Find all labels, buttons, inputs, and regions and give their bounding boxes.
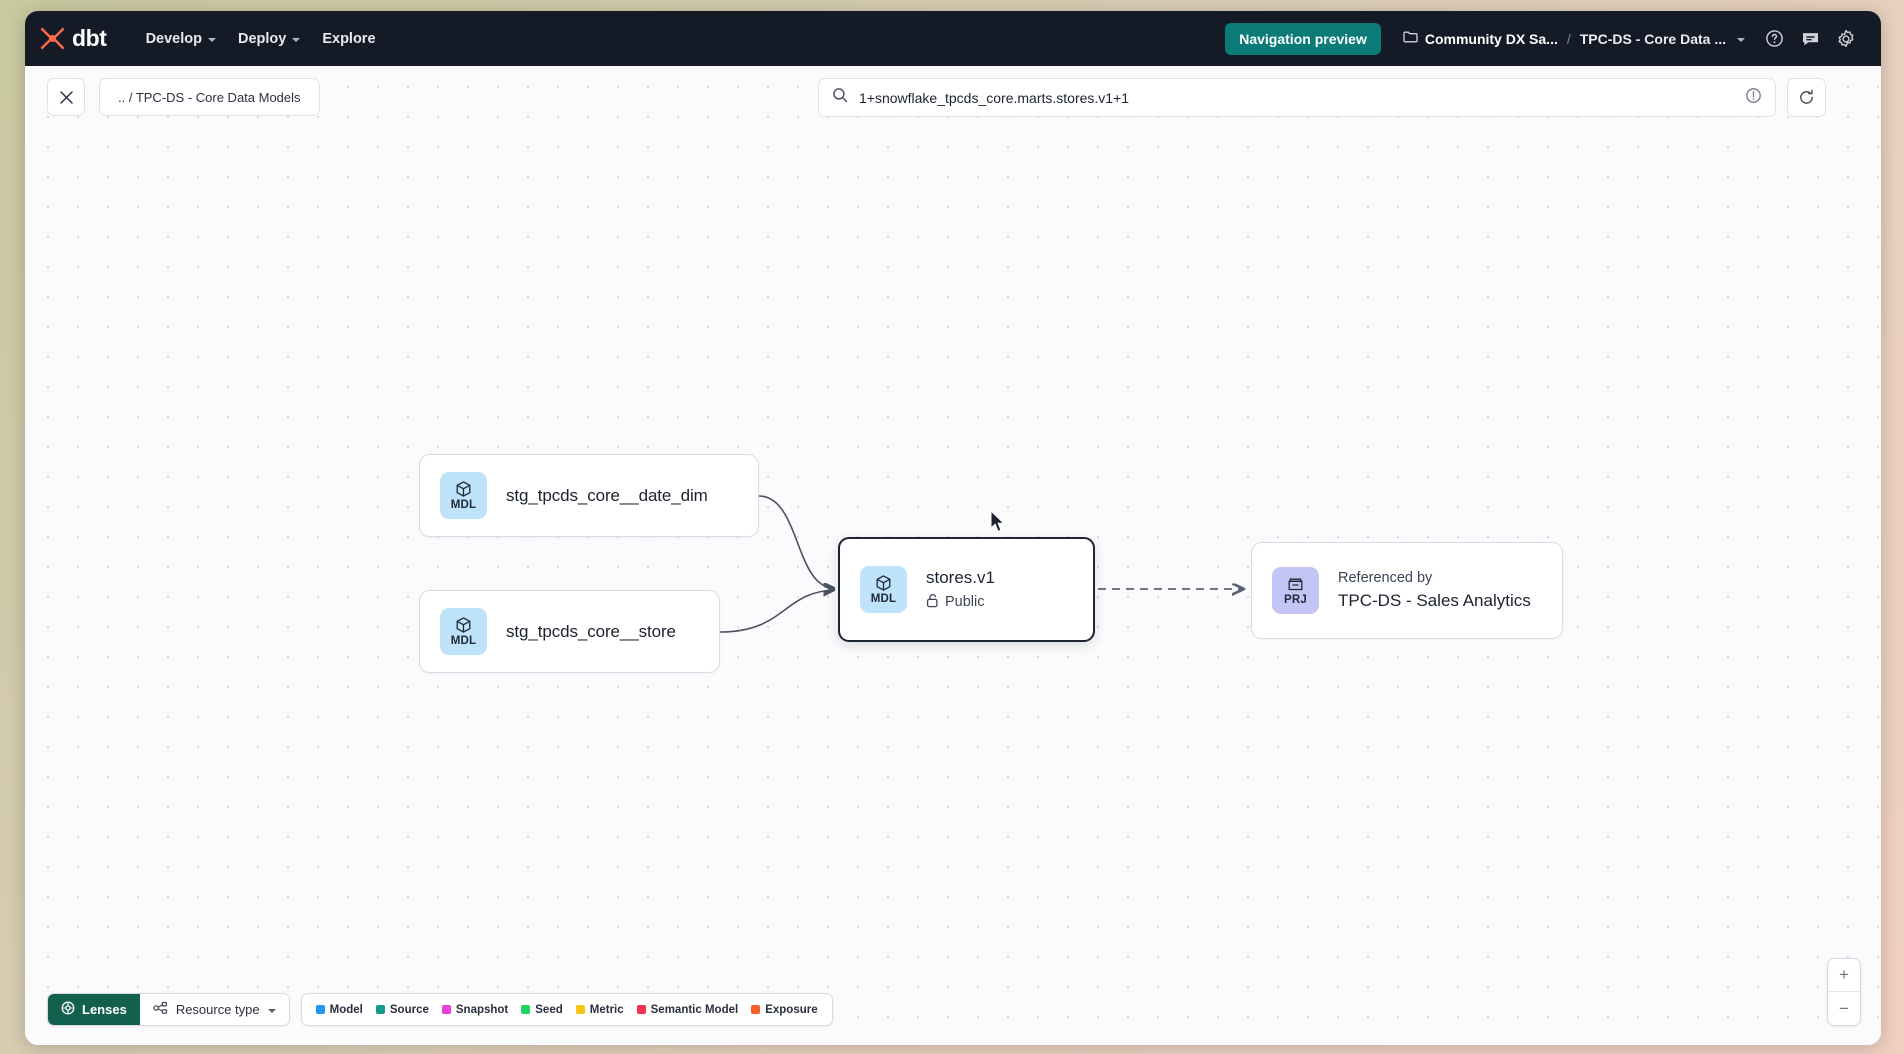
nav-item-explore-label: Explore — [322, 31, 375, 47]
graph-node-stg-tpcds-core-date-dim[interactable]: MDL stg_tpcds_core__date_dim — [419, 454, 759, 537]
model-badge: MDL — [440, 608, 487, 655]
legend-item-exposure: Exposure — [751, 1004, 817, 1016]
search-input[interactable]: 1+snowflake_tpcds_core.marts.stores.v1+1 — [818, 78, 1776, 117]
legend-label: Snapshot — [456, 1004, 508, 1016]
model-badge: MDL — [440, 472, 487, 519]
node-body: stores.v1 Public — [926, 568, 995, 612]
node-title: stores.v1 — [926, 568, 995, 588]
model-badge-label: MDL — [871, 594, 897, 606]
breadcrumb-project-label: TPC-DS - Core Data ... — [1580, 31, 1726, 47]
lenses-label: Lenses — [82, 1002, 127, 1017]
legend-label: Seed — [535, 1004, 563, 1016]
browser-window: dbt Develop Deploy Explore Navigation pr… — [25, 11, 1881, 1045]
settings-gear-icon[interactable] — [1831, 24, 1861, 54]
project-badge: PRJ — [1272, 567, 1319, 614]
legend-item-source: Source — [376, 1004, 429, 1016]
chevron-down-icon — [1737, 38, 1745, 42]
resource-type-label: Resource type — [176, 1002, 260, 1017]
explore-toolbar: .. / TPC-DS - Core Data Models 1+snowfla… — [25, 66, 1881, 128]
nav-item-develop[interactable]: Develop — [135, 25, 227, 53]
breadcrumb-project[interactable]: TPC-DS - Core Data ... — [1580, 31, 1745, 47]
resource-type-dropdown[interactable]: Resource type — [140, 994, 289, 1025]
breadcrumb-account-label: Community DX Sa... — [1425, 31, 1558, 47]
graph-node-stg-tpcds-core-store[interactable]: MDL stg_tpcds_core__store — [419, 590, 720, 673]
legend-label: Metric — [590, 1004, 624, 1016]
breadcrumb-separator: / — [1567, 31, 1571, 47]
legend-item-semantic-model: Semantic Model — [637, 1004, 739, 1016]
node-access-label: Public — [945, 594, 985, 610]
legend-item-seed: Seed — [521, 1004, 563, 1016]
resource-type-legend: Model Source Snapshot Seed Metric — [301, 993, 833, 1026]
edge-store-to-stores — [720, 590, 834, 632]
cube-icon — [874, 574, 893, 593]
node-title: stg_tpcds_core__date_dim — [506, 486, 708, 506]
cube-icon — [454, 616, 473, 635]
nav-item-deploy[interactable]: Deploy — [227, 25, 311, 53]
unlock-icon — [926, 593, 939, 612]
nav-item-explore[interactable]: Explore — [311, 25, 386, 53]
chevron-down-icon — [292, 38, 300, 42]
lens-control-group: Lenses Resource type — [47, 993, 290, 1026]
edge-date-dim-to-stores — [759, 496, 834, 588]
search-input-value: 1+snowflake_tpcds_core.marts.stores.v1+1 — [859, 90, 1734, 106]
legend-label: Model — [330, 1004, 363, 1016]
legend-swatch — [521, 1005, 530, 1014]
info-circle-icon[interactable] — [1745, 87, 1762, 109]
node-title: TPC-DS - Sales Analytics — [1338, 591, 1531, 611]
search-area: 1+snowflake_tpcds_core.marts.stores.v1+1 — [818, 78, 1826, 117]
dbt-logo[interactable]: dbt — [39, 25, 107, 52]
refresh-icon — [1798, 89, 1815, 106]
nodes-icon — [153, 1001, 168, 1018]
model-badge: MDL — [860, 566, 907, 613]
model-badge-label: MDL — [451, 636, 477, 648]
project-breadcrumb-chip[interactable]: .. / TPC-DS - Core Data Models — [99, 78, 320, 116]
legend-swatch — [442, 1005, 451, 1014]
legend-swatch — [576, 1005, 585, 1014]
breadcrumb-account[interactable]: Community DX Sa... — [1403, 31, 1558, 47]
lenses-button[interactable]: Lenses — [48, 994, 140, 1025]
top-navigation-bar: dbt Develop Deploy Explore Navigation pr… — [25, 11, 1881, 66]
search-icon — [832, 87, 848, 108]
close-icon — [59, 90, 74, 105]
zoom-in-button[interactable]: + — [1828, 959, 1860, 992]
cube-icon — [454, 480, 473, 499]
zoom-controls: + − — [1827, 958, 1861, 1026]
chevron-down-icon — [268, 1009, 276, 1013]
legend-swatch — [637, 1005, 646, 1014]
legend-swatch — [751, 1005, 760, 1014]
legend-label: Source — [390, 1004, 429, 1016]
close-button[interactable] — [47, 78, 85, 116]
legend-item-metric: Metric — [576, 1004, 624, 1016]
help-icon[interactable] — [1759, 24, 1789, 54]
legend-item-snapshot: Snapshot — [442, 1004, 508, 1016]
project-stack-icon — [1286, 575, 1305, 594]
folder-icon — [1403, 31, 1418, 47]
node-body: Referenced by TPC-DS - Sales Analytics — [1338, 570, 1531, 611]
nav-item-develop-label: Develop — [146, 31, 202, 47]
dbt-x-logo-icon — [39, 26, 66, 51]
legend-item-model: Model — [316, 1004, 363, 1016]
navigation-preview-button[interactable]: Navigation preview — [1225, 23, 1381, 55]
bottom-toolbar: Lenses Resource type — [47, 993, 833, 1026]
node-title: stg_tpcds_core__store — [506, 622, 676, 642]
legend-label: Exposure — [765, 1004, 817, 1016]
feedback-icon[interactable] — [1795, 24, 1825, 54]
chevron-down-icon — [208, 38, 216, 42]
node-access: Public — [926, 593, 995, 612]
legend-swatch — [376, 1005, 385, 1014]
zoom-out-button[interactable]: − — [1828, 992, 1860, 1025]
legend-swatch — [316, 1005, 325, 1014]
node-eyebrow: Referenced by — [1338, 570, 1531, 586]
refresh-button[interactable] — [1787, 78, 1826, 117]
lineage-graph-canvas[interactable]: MDL stg_tpcds_core__date_dim MDL stg_tpc… — [25, 66, 1881, 1045]
brand-name: dbt — [72, 25, 107, 52]
lens-icon — [61, 1001, 75, 1018]
nav-item-deploy-label: Deploy — [238, 31, 286, 47]
project-badge-label: PRJ — [1284, 595, 1307, 607]
model-badge-label: MDL — [451, 500, 477, 512]
graph-node-stores-v1[interactable]: MDL stores.v1 Public — [838, 537, 1095, 642]
graph-node-referenced-by-project[interactable]: PRJ Referenced by TPC-DS - Sales Analyti… — [1251, 542, 1563, 639]
legend-label: Semantic Model — [651, 1004, 739, 1016]
